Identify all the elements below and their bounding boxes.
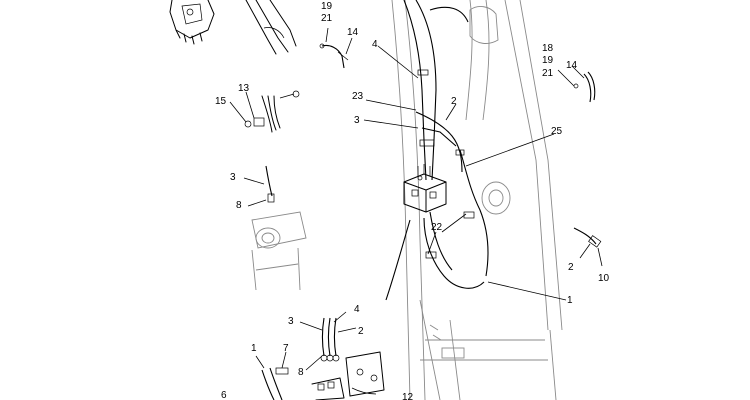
callout-3-lower: 3: [288, 316, 294, 327]
callout-2-lower: 2: [358, 326, 364, 337]
callout-22: 22: [431, 222, 443, 233]
callout-8-left: 8: [236, 200, 242, 211]
valve-block: [403, 164, 447, 213]
callout-10: 10: [598, 273, 610, 284]
callout-1-lower: 1: [251, 343, 257, 354]
callout-6: 6: [221, 390, 227, 400]
callout-3-upper: 3: [354, 115, 360, 126]
cylinder-left: [243, 165, 307, 291]
callout-21-right: 21: [542, 68, 554, 79]
callout-14-right: 14: [566, 60, 578, 71]
callout-labels: 19 21 14 4 18 19 21 14 13 15 23 2 3 25 3…: [215, 1, 610, 400]
main-hoses: [385, 0, 489, 301]
fitting-right: [573, 227, 603, 267]
wire-bundle-left: [229, 90, 300, 133]
bucket-illustration: [169, 0, 215, 45]
callout-3-left: 3: [230, 172, 236, 183]
callout-7: 7: [283, 343, 289, 354]
callout-4-lower: 4: [354, 304, 360, 315]
boom-outline: [391, 0, 563, 400]
callout-21-top: 21: [321, 13, 333, 24]
hose-assembly-top-left: [319, 27, 353, 69]
callout-18-right: 18: [542, 43, 554, 54]
hose-assembly-lower: [299, 311, 357, 371]
callout-15: 15: [215, 96, 227, 107]
callout-23: 23: [352, 91, 364, 102]
callout-8-lower: 8: [298, 367, 304, 378]
hose-clamps: [417, 69, 475, 259]
callout-19-top: 19: [321, 1, 333, 12]
central-leaders: [363, 45, 567, 301]
callout-13: 13: [238, 83, 250, 94]
callout-2-upper: 2: [451, 96, 457, 107]
hose-1-lower: [255, 351, 289, 400]
callout-4: 4: [372, 39, 378, 50]
callout-1-right: 1: [567, 295, 573, 306]
callout-19-right: 19: [542, 55, 554, 66]
callout-14-top: 14: [347, 27, 359, 38]
arm-illustration: [245, 0, 297, 55]
bracket-plate: [311, 351, 385, 400]
callout-12: 12: [402, 392, 414, 400]
callout-2-right: 2: [568, 262, 574, 273]
hose-assembly-top-right: [557, 65, 596, 103]
callout-25: 25: [551, 126, 563, 137]
